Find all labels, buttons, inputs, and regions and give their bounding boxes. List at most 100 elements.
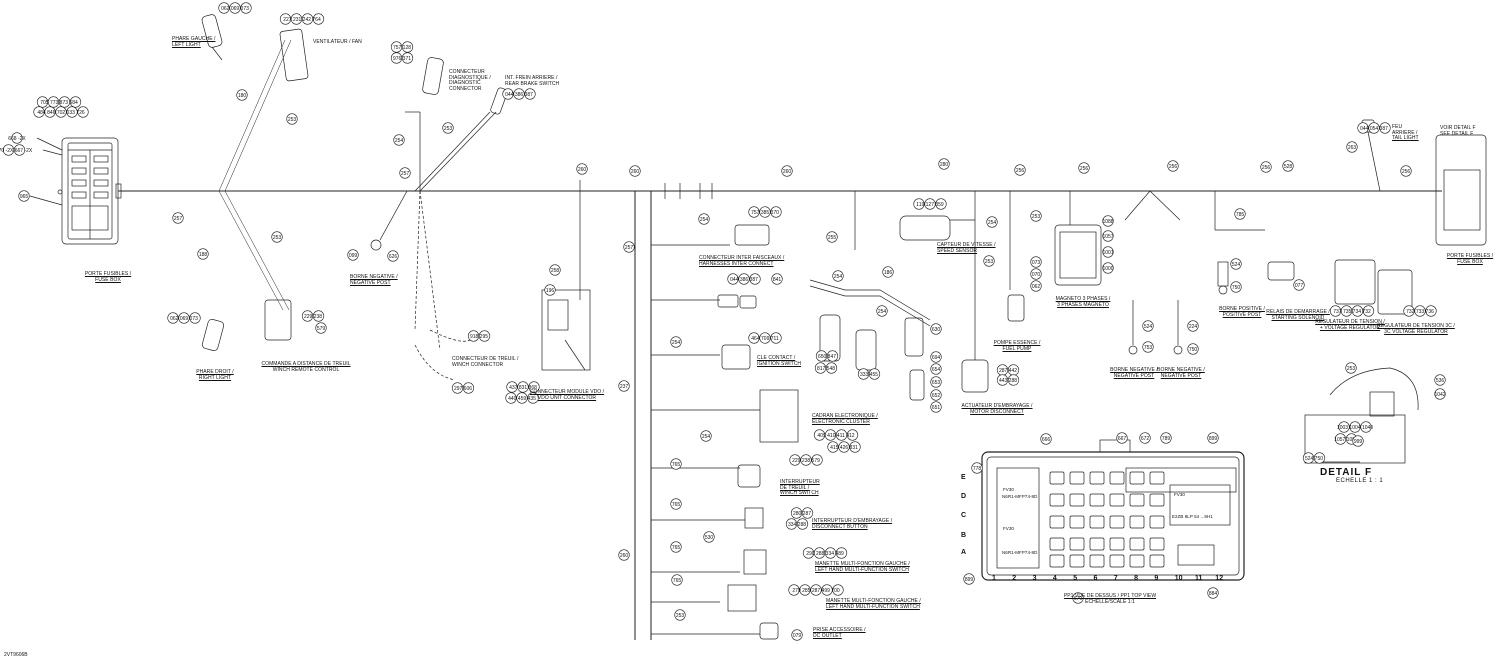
- callout-circle: [69, 96, 82, 108]
- callout-text: 253: [676, 613, 685, 619]
- callout-text: 186: [884, 270, 893, 276]
- callout-text: 1042: [1434, 392, 1445, 398]
- callout-circle: [527, 392, 539, 404]
- callout-circle: [1368, 122, 1380, 134]
- callout-circle: [785, 518, 798, 530]
- callout-circle: [1379, 122, 1391, 134]
- callout-text: 229 238 579: [792, 458, 820, 464]
- callout-text: 256: [1402, 169, 1411, 175]
- callout-c27: 258: [549, 264, 561, 276]
- callout-circle: [832, 584, 844, 596]
- fuse-box-left-drawing: [57, 137, 122, 245]
- callout-circle: [1187, 343, 1199, 355]
- callout-text: 254: [988, 220, 997, 226]
- fuse-slot: [1109, 471, 1125, 485]
- fuse-slot: [1109, 493, 1125, 507]
- callout-circle: [44, 106, 56, 118]
- callout-circle: [513, 88, 525, 100]
- callout-c93: 750: [1230, 281, 1242, 293]
- callout-text: 765: [673, 578, 682, 584]
- fuse-row-e: E: [961, 474, 966, 481]
- callout-circle: [1207, 432, 1219, 444]
- callout-circle: [826, 231, 838, 243]
- callout-c54: 279 285 287 499 700: [788, 584, 844, 596]
- callout-text: 817 548: [817, 366, 835, 372]
- callout-c59: 186: [882, 266, 894, 278]
- callout-text: 1000: [1102, 266, 1113, 272]
- callout-text: 750: [1189, 347, 1198, 353]
- callout-c3: 757 128: [390, 41, 414, 53]
- callout-text: 280 287: [793, 511, 811, 517]
- callout-circle: [1293, 279, 1305, 291]
- fuse-text-3: FV30: [1003, 526, 1014, 531]
- fuse-slot: [1149, 493, 1165, 507]
- callout-circle: [390, 41, 403, 53]
- callout-c8: 668 -2X: [8, 132, 26, 144]
- callout-circle: [1030, 268, 1042, 280]
- callout-circle: [791, 629, 803, 641]
- callout-text: 667: [1118, 436, 1127, 442]
- callout-circle: [1102, 262, 1114, 274]
- callout-text: 1003 1004 1040: [1337, 425, 1373, 431]
- detail-title: DETAIL F: [1320, 467, 1373, 478]
- callout-c66: 654: [930, 363, 942, 375]
- callout-circle: [229, 2, 241, 14]
- fuse-slot: [1129, 471, 1145, 485]
- callout-text: 253: [288, 117, 297, 123]
- fuse-slot: [1109, 537, 1125, 551]
- callout-circle: [846, 429, 859, 441]
- callout-text: 227 231 242 764: [283, 17, 321, 23]
- callout-text: 062: [1032, 284, 1041, 290]
- callout-text: 253: [985, 259, 994, 265]
- fuse-top-view-label: PP1 VUE DE DESSUS / PP1 TOP VIEW ECHELLE…: [1063, 593, 1157, 605]
- callout-text: 694: [932, 355, 941, 361]
- fuse-col-11: 11: [1195, 575, 1203, 582]
- callout-circle: [286, 113, 298, 125]
- callout-c7: 484 846 702 033 726: [33, 106, 89, 118]
- callout-circle: [301, 310, 314, 322]
- callout-circle: [1030, 280, 1042, 292]
- callout-circle: [279, 13, 292, 25]
- callout-c63: 333 455: [857, 368, 881, 380]
- callout-c113: 789: [1160, 432, 1172, 444]
- callout-c39: 464 709 711: [748, 332, 782, 344]
- callout-text: 254: [672, 340, 681, 346]
- callout-c18: 626: [387, 250, 399, 262]
- callout-text: 654: [932, 367, 941, 373]
- callout-c38: 254: [670, 336, 682, 348]
- callout-circle: [1102, 230, 1114, 242]
- callout-c28: 196: [544, 284, 556, 296]
- callout-text: 260: [620, 553, 629, 559]
- callout-circle: [442, 122, 454, 134]
- callout-text: 1001: [1102, 250, 1113, 256]
- lh-multifunction-2-label: MANETTE MULTI-FONCTION GAUCHE / LEFT HAN…: [826, 598, 921, 610]
- callout-c68: 652: [930, 389, 942, 401]
- callout-circle: [502, 88, 514, 100]
- callout-text: 297 606: [454, 386, 472, 392]
- callout-text: 1057: [1102, 234, 1113, 240]
- callout-c25: 297 606: [451, 382, 475, 394]
- negative-post-2-label: BORNE NEGATIVE / NEGATIVE POST: [1110, 367, 1158, 379]
- fuse-col-12: 12: [1215, 575, 1224, 582]
- callout-text: 062 069 073: [170, 316, 198, 322]
- callout-circle: [1007, 374, 1020, 386]
- fuse-slot: [1129, 554, 1145, 568]
- callout-c115: 899: [963, 573, 975, 585]
- callout-circle: [399, 167, 411, 179]
- fuse-col-2: 2: [1012, 575, 1017, 582]
- callout-c86: 256: [1167, 160, 1179, 172]
- fuse-slot: [1069, 515, 1085, 529]
- callout-circle: [824, 429, 837, 441]
- callout-text: 484 846 702 033 726: [37, 110, 84, 116]
- fuse-slot: [1089, 493, 1105, 507]
- callout-circle: [703, 531, 715, 543]
- fuse-row-b: B: [961, 532, 967, 539]
- callout-circle: [813, 429, 826, 441]
- callout-c30: 440 459 435: [505, 392, 539, 404]
- callout-circle: [1102, 246, 1114, 258]
- callout-circle: [868, 368, 881, 380]
- callout-circle: [618, 549, 630, 561]
- callout-text: 630: [932, 327, 941, 333]
- fuse-text-5: FV30: [1174, 492, 1185, 497]
- callout-circle: [963, 573, 975, 585]
